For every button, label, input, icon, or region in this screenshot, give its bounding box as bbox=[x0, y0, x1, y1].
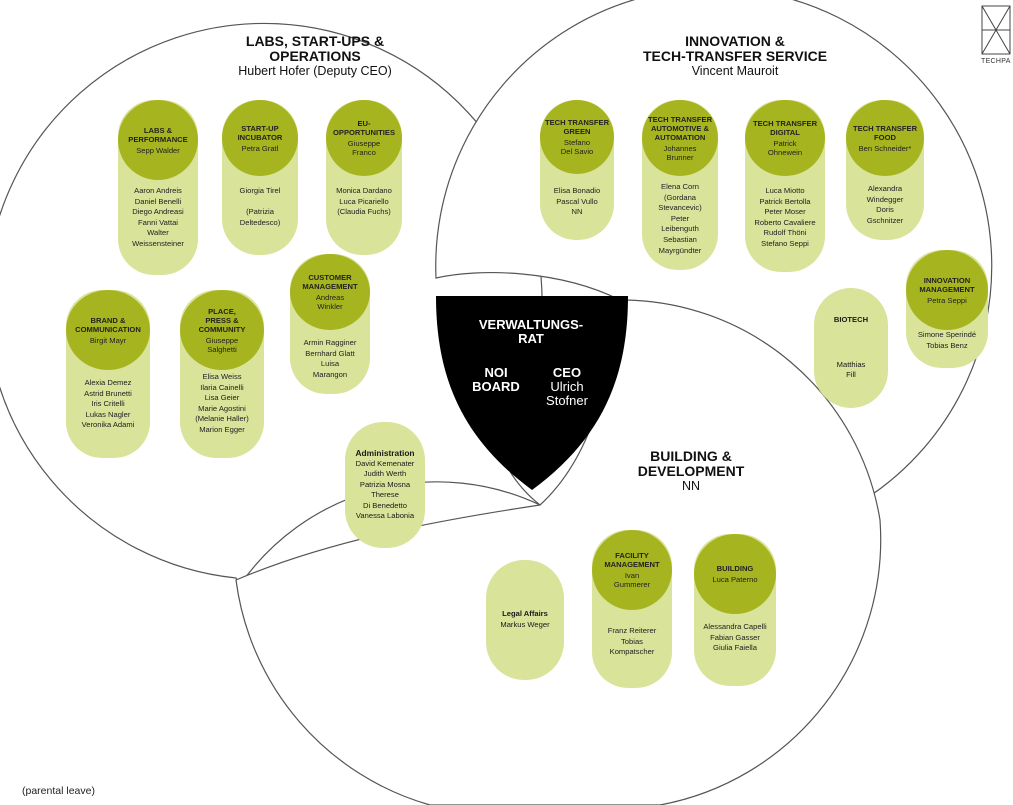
unit-members: Matthias Fill bbox=[836, 359, 866, 380]
unit-eu-opportunities: EU- OPPORTUNITIES Giuseppe Franco Monica… bbox=[326, 100, 402, 255]
unit-title: EU- OPPORTUNITIES bbox=[332, 119, 396, 137]
unit-head: EU- OPPORTUNITIES Giuseppe Franco bbox=[326, 100, 402, 176]
building-section-head: NN bbox=[681, 479, 701, 493]
unit-head-name: Sepp Walder bbox=[136, 145, 180, 155]
innovation-section-head: Vincent Mauroit bbox=[691, 64, 779, 78]
board-title: VERWALTUNGS- RAT bbox=[478, 317, 584, 346]
unit-title: BRAND & COMMUNICATION bbox=[75, 315, 141, 334]
unit-members: David Kemenater Judith Werth Patrizia Mo… bbox=[355, 458, 415, 521]
unit-title: BUILDING bbox=[716, 564, 754, 573]
unit-head-name: Birgit Mayr bbox=[89, 335, 127, 345]
unit-head: TECH TRANSFER GREEN Stefano Del Savio bbox=[540, 100, 614, 174]
innovation-section-title: INNOVATION & TECH-TRANSFER SERVICE Vince… bbox=[620, 34, 850, 79]
noi-board-label: NOI BOARD bbox=[472, 365, 520, 394]
unit-head: INNOVATION MANAGEMENT Petra Seppi bbox=[906, 250, 988, 330]
unit-head: TECH TRANSFER FOOD Ben Schneider* bbox=[846, 100, 924, 176]
unit-biotech: BIOTECH Matthias Fill bbox=[814, 288, 888, 408]
unit-members: Simone Sperindé Tobias Benz bbox=[917, 330, 977, 350]
unit-facility-management: FACILITY MANAGEMENT Ivan Gummerer Franz … bbox=[592, 530, 672, 688]
unit-head: BUILDING Luca Paterno bbox=[694, 534, 776, 614]
labs-section-title: LABS, START-UPS & OPERATIONS Hubert Hofe… bbox=[220, 34, 410, 79]
unit-head: BRAND & COMMUNICATION Birgit Mayr bbox=[66, 290, 150, 370]
unit-head: PLACE, PRESS & COMMUNITY Giuseppe Salghe… bbox=[180, 290, 264, 370]
building-section-name: BUILDING & DEVELOPMENT bbox=[637, 448, 745, 479]
unit-members: Elisa Bonadio Pascal Vullo NN bbox=[553, 186, 601, 217]
ceo-block: CEO Ulrich Stofner bbox=[538, 366, 596, 408]
unit-members: Monica Dardano Luca Picariello (Claudia … bbox=[336, 186, 392, 217]
labs-section-name: LABS, START-UPS & OPERATIONS bbox=[245, 33, 385, 64]
unit-head: LABS & PERFORMANCE Sepp Walder bbox=[118, 100, 198, 180]
unit-building: BUILDING Luca Paterno Alessandra Capelli… bbox=[694, 534, 776, 686]
unit-title: TECH TRANSFER FOOD bbox=[852, 123, 918, 142]
unit-members: Franz Reiterer Tobias Kompatscher bbox=[607, 626, 657, 657]
unit-head-name: Petra Seppi bbox=[927, 295, 967, 305]
unit-head-name: Andreas Winkler bbox=[315, 293, 345, 311]
ceo-name: Ulrich Stofner bbox=[546, 379, 588, 408]
unit-tt-automotive: TECH TRANSFER AUTOMOTIVE & AUTOMATION Jo… bbox=[642, 100, 718, 270]
techpark-logo-icon bbox=[981, 5, 1011, 55]
unit-members: Markus Weger bbox=[500, 620, 550, 629]
unit-title: START-UP INCUBATOR bbox=[237, 123, 283, 142]
unit-title: TECH TRANSFER DIGITAL bbox=[752, 119, 818, 137]
unit-innovation-management: INNOVATION MANAGEMENT Petra Seppi Simone… bbox=[906, 250, 988, 368]
unit-members: Armin Ragginer Bernhard Glatt Luisa Mara… bbox=[303, 338, 357, 379]
unit-members: Elisa Weiss Ilaria Cainelli Lisa Geier M… bbox=[195, 372, 249, 434]
unit-title: BIOTECH bbox=[833, 315, 869, 325]
unit-tt-green: TECH TRANSFER GREEN Stefano Del Savio El… bbox=[540, 100, 614, 240]
unit-title: LABS & PERFORMANCE bbox=[128, 125, 188, 144]
unit-title: CUSTOMER MANAGEMENT bbox=[302, 273, 358, 291]
unit-customer-management: CUSTOMER MANAGEMENT Andreas Winkler Armi… bbox=[290, 254, 370, 394]
unit-tt-food: TECH TRANSFER FOOD Ben Schneider* Alexan… bbox=[846, 100, 924, 240]
innovation-section-name: INNOVATION & TECH-TRANSFER SERVICE bbox=[642, 33, 828, 64]
unit-members: Alexia Demez Astrid Brunetti Iris Critel… bbox=[81, 378, 135, 430]
unit-head-name: Giuseppe Salghetti bbox=[205, 335, 239, 354]
unit-title: FACILITY MANAGEMENT bbox=[604, 551, 660, 569]
techpark-logo-text: TECHPA bbox=[981, 58, 1011, 65]
board-shield bbox=[436, 296, 628, 490]
unit-administration: Administration David Kemenater Judith We… bbox=[345, 422, 425, 548]
ceo-title: CEO bbox=[552, 365, 582, 380]
unit-head-name: Ivan Gummerer bbox=[613, 571, 651, 589]
unit-head: START-UP INCUBATOR Petra Gratl bbox=[222, 100, 298, 176]
unit-title: Administration bbox=[355, 447, 415, 458]
unit-head-name: Patrick Ohnewein bbox=[767, 139, 803, 157]
unit-head-name: Johannes Brunner bbox=[663, 143, 697, 162]
unit-head: CUSTOMER MANAGEMENT Andreas Winkler bbox=[290, 254, 370, 330]
footnote: (parental leave) bbox=[22, 785, 95, 797]
building-section-title: BUILDING & DEVELOPMENT NN bbox=[616, 449, 766, 494]
unit-members: Alessandra Capelli Fabian Gasser Giulia … bbox=[703, 622, 767, 653]
unit-title: TECH TRANSFER AUTOMOTIVE & AUTOMATION bbox=[647, 114, 713, 142]
unit-labs-performance: LABS & PERFORMANCE Sepp Walder Aaron And… bbox=[118, 100, 198, 275]
unit-members: Alexandra Windegger Doris Gschnitzer bbox=[866, 184, 904, 225]
unit-tt-digital: TECH TRANSFER DIGITAL Patrick Ohnewein L… bbox=[745, 100, 825, 272]
unit-head: FACILITY MANAGEMENT Ivan Gummerer bbox=[592, 530, 672, 610]
unit-members: Giorgia Tirel (Patrizia Deltedesco) bbox=[239, 186, 281, 227]
unit-place-press-community: PLACE, PRESS & COMMUNITY Giuseppe Salghe… bbox=[180, 290, 264, 458]
unit-brand-communication: BRAND & COMMUNICATION Birgit Mayr Alexia… bbox=[66, 290, 150, 458]
unit-title: PLACE, PRESS & COMMUNITY bbox=[198, 306, 246, 334]
unit-head-name: Ben Schneider* bbox=[858, 143, 912, 153]
unit-members: Luca Miotto Patrick Bertolla Peter Moser… bbox=[754, 186, 816, 248]
unit-head-name: Stefano Del Savio bbox=[560, 138, 594, 156]
unit-head-name: Luca Paterno bbox=[712, 575, 758, 584]
unit-head-name: Giuseppe Franco bbox=[347, 139, 381, 157]
unit-head: TECH TRANSFER DIGITAL Patrick Ohnewein bbox=[745, 100, 825, 176]
unit-title: INNOVATION MANAGEMENT bbox=[919, 275, 975, 294]
unit-legal-affairs: Legal Affairs Markus Weger bbox=[486, 560, 564, 680]
unit-startup-incubator: START-UP INCUBATOR Petra Gratl Giorgia T… bbox=[222, 100, 298, 255]
unit-head: TECH TRANSFER AUTOMOTIVE & AUTOMATION Jo… bbox=[642, 100, 718, 176]
unit-members: Elena Corn (Gordana Stevancevic) Peter L… bbox=[658, 182, 702, 255]
unit-members: Aaron Andreis Daniel Benelli Diego Andre… bbox=[132, 186, 184, 248]
unit-title: Legal Affairs bbox=[502, 609, 548, 619]
unit-head-name: Petra Gratl bbox=[241, 143, 279, 153]
unit-title: TECH TRANSFER GREEN bbox=[544, 118, 610, 136]
labs-section-head: Hubert Hofer (Deputy CEO) bbox=[238, 64, 392, 78]
